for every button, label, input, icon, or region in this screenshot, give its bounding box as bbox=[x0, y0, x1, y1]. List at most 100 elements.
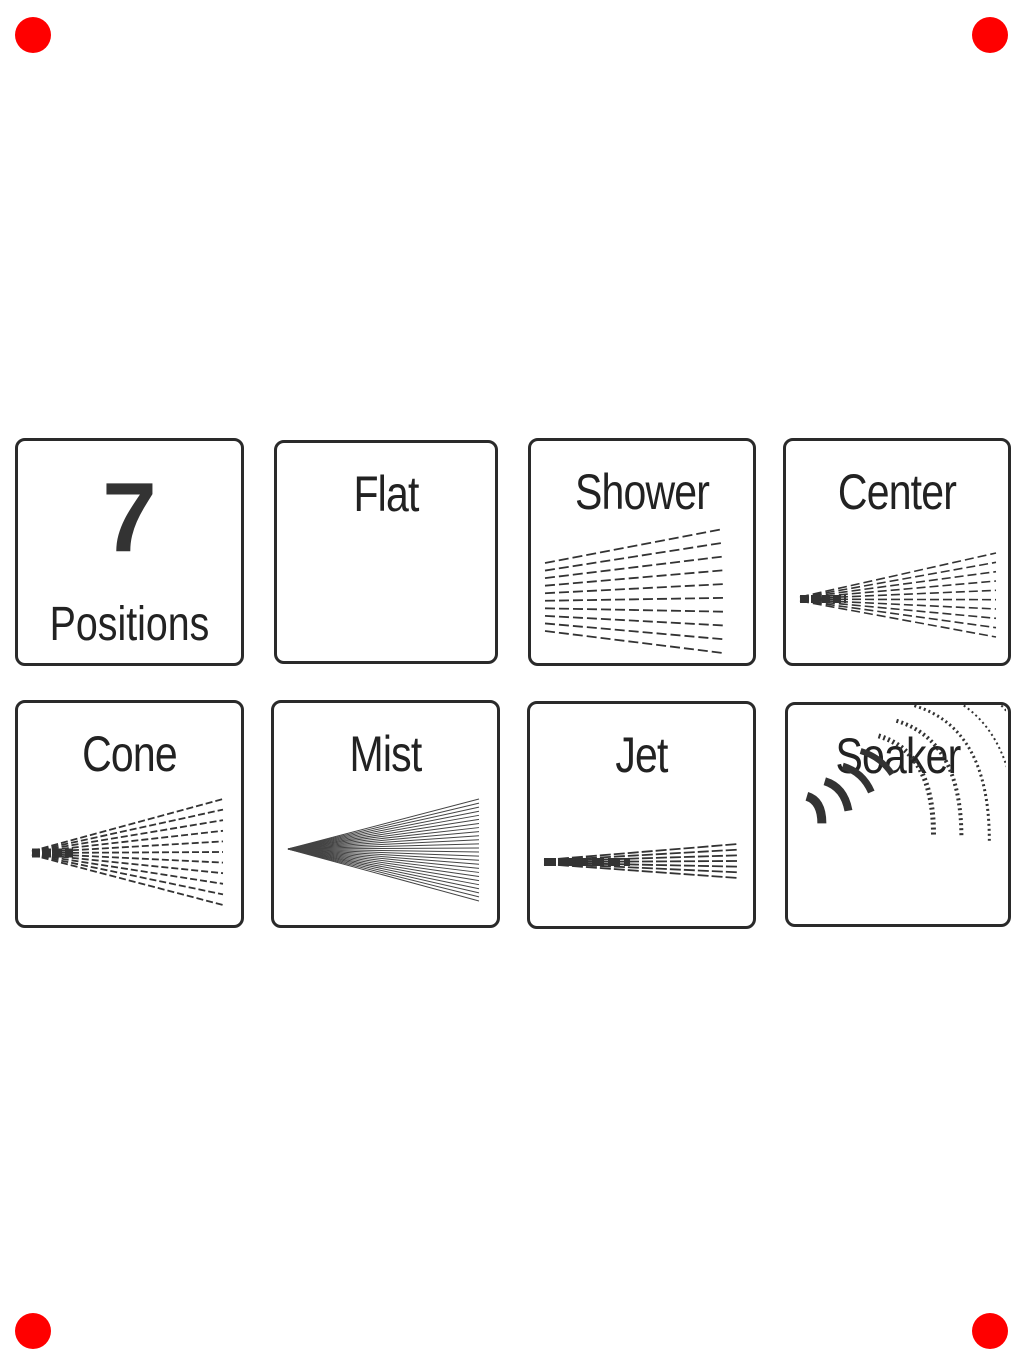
spray-stroke bbox=[287, 604, 399, 633]
spray-stroke bbox=[287, 568, 399, 617]
spray-stroke bbox=[287, 501, 399, 587]
spray-stroke bbox=[287, 571, 399, 618]
spray-stroke bbox=[287, 831, 480, 850]
spray-stroke bbox=[287, 548, 399, 608]
spray-stroke bbox=[287, 612, 399, 637]
spray-stroke bbox=[287, 591, 399, 627]
spray-stroke bbox=[287, 579, 399, 622]
spray-stroke bbox=[287, 647, 399, 652]
mist-spray-icon bbox=[287, 798, 480, 902]
spray-stroke bbox=[287, 543, 399, 605]
spray-stroke bbox=[287, 460, 399, 568]
spray-stroke bbox=[287, 636, 399, 647]
spray-stroke bbox=[287, 520, 399, 595]
pattern-tile-jet: Jet bbox=[527, 701, 756, 929]
spray-stroke bbox=[543, 843, 739, 861]
spray-stroke bbox=[287, 633, 399, 646]
spray-stroke bbox=[287, 651, 399, 654]
spray-stroke bbox=[287, 827, 480, 850]
spray-stroke bbox=[287, 474, 399, 575]
spray-stroke bbox=[287, 519, 399, 595]
spray-stroke bbox=[799, 580, 997, 600]
pattern-tile-soaker: Soaker bbox=[785, 702, 1011, 927]
pattern-tile-center: Center bbox=[783, 438, 1011, 666]
spray-stroke bbox=[543, 860, 739, 863]
spray-stroke bbox=[287, 586, 399, 625]
spray-stroke bbox=[287, 587, 399, 625]
spray-stroke bbox=[287, 518, 399, 594]
pattern-label: Cone bbox=[82, 726, 178, 782]
spray-stroke bbox=[287, 588, 399, 626]
spray-stroke bbox=[287, 512, 399, 592]
spray-stroke bbox=[823, 777, 854, 827]
spray-stroke bbox=[287, 563, 399, 615]
flat-spray-icon bbox=[277, 443, 495, 661]
spray-stroke bbox=[287, 646, 399, 652]
spray-stroke bbox=[841, 762, 882, 830]
spray-stroke bbox=[287, 641, 399, 650]
spray-stroke bbox=[31, 853, 224, 896]
spray-stroke bbox=[31, 819, 224, 853]
spray-stroke bbox=[287, 508, 399, 590]
spray-stroke bbox=[287, 490, 399, 582]
spray-stroke bbox=[287, 465, 399, 570]
spray-stroke bbox=[287, 546, 399, 607]
spray-stroke bbox=[287, 843, 480, 850]
pattern-tile-flat: Flat bbox=[274, 440, 498, 664]
spray-stroke bbox=[799, 552, 997, 598]
spray-stroke bbox=[287, 455, 399, 566]
spray-stroke bbox=[287, 632, 399, 645]
spray-stroke bbox=[287, 457, 399, 567]
spray-stroke bbox=[287, 642, 399, 650]
spray-stroke bbox=[799, 599, 997, 620]
spray-stroke bbox=[287, 582, 399, 623]
spray-stroke bbox=[287, 597, 399, 630]
spray-stroke bbox=[287, 459, 399, 568]
spray-stroke bbox=[287, 533, 399, 601]
spray-stroke bbox=[287, 513, 399, 592]
spray-stroke bbox=[287, 619, 399, 640]
spray-stroke bbox=[287, 848, 480, 886]
spray-stroke bbox=[287, 480, 399, 577]
spray-stroke bbox=[287, 648, 399, 653]
spray-stroke bbox=[287, 536, 399, 602]
spray-stroke bbox=[287, 598, 399, 630]
spray-stroke bbox=[287, 570, 399, 618]
spray-stroke bbox=[544, 555, 724, 580]
spray-stroke bbox=[287, 538, 399, 603]
spray-stroke bbox=[287, 848, 480, 902]
spray-stroke bbox=[287, 555, 399, 611]
spray-stroke bbox=[287, 575, 399, 620]
spray-stroke bbox=[287, 631, 399, 645]
spray-stroke bbox=[287, 653, 399, 655]
spray-stroke bbox=[287, 525, 399, 597]
spray-stroke bbox=[287, 530, 399, 600]
spray-stroke bbox=[287, 640, 399, 649]
pattern-label: Flat bbox=[353, 466, 419, 522]
spray-stroke bbox=[287, 637, 399, 648]
spray-stroke bbox=[31, 840, 224, 854]
spray-stroke bbox=[287, 477, 399, 576]
spray-stroke bbox=[287, 585, 399, 625]
spray-stroke bbox=[287, 498, 399, 585]
spray-stroke bbox=[287, 458, 399, 567]
soaker-spray-icon bbox=[805, 705, 1006, 841]
positions-label: Positions bbox=[49, 598, 210, 651]
spray-stroke bbox=[31, 851, 224, 854]
spray-stroke bbox=[287, 565, 399, 615]
spray-stroke bbox=[287, 818, 480, 850]
spray-stroke bbox=[999, 705, 1006, 713]
spray-stroke bbox=[799, 598, 997, 610]
spray-stroke bbox=[287, 529, 399, 599]
spray-stroke bbox=[287, 615, 399, 638]
spray-stroke bbox=[287, 540, 399, 604]
spray-stroke bbox=[287, 521, 399, 595]
spray-stroke bbox=[287, 532, 399, 600]
spray-stroke bbox=[287, 822, 480, 850]
spray-stroke bbox=[544, 569, 724, 587]
spray-stroke bbox=[287, 848, 480, 894]
spray-stroke bbox=[877, 733, 937, 835]
spray-stroke bbox=[544, 596, 724, 602]
spray-stroke bbox=[287, 479, 399, 577]
spray-stroke bbox=[31, 852, 224, 864]
